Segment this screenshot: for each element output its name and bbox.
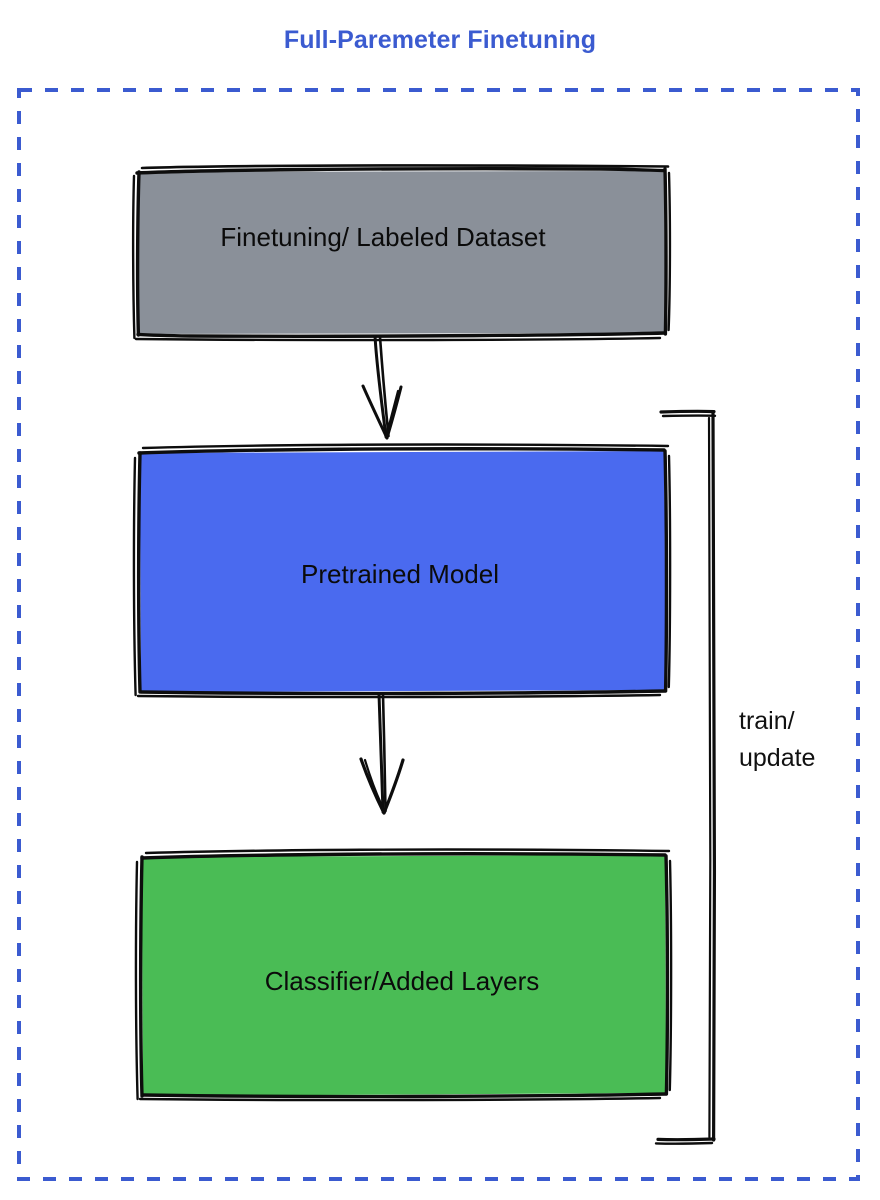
arrow1-head-right	[385, 385, 403, 440]
node-classifier-edge-bottom-2	[138, 1096, 662, 1102]
node-dataset-edge-bottom	[136, 331, 666, 338]
arrow1-shaft-a	[373, 334, 388, 439]
node-dataset-edge-right	[663, 167, 668, 336]
node-classifier[interactable]: Classifier/Added Layers	[134, 848, 673, 1102]
node-pretrained-edge-bottom	[139, 689, 667, 696]
arrow-pretrained-to-classifier	[359, 692, 405, 815]
node-pretrained-label: Pretrained Model	[301, 559, 499, 589]
node-pretrained-edge-left-2	[132, 456, 137, 697]
node-dataset-edge-bottom-2	[134, 336, 662, 342]
node-pretrained-edge-right-2	[667, 454, 672, 689]
node-pretrained-edge-top	[137, 447, 666, 455]
node-classifier-label: Classifier/Added Layers	[265, 966, 540, 996]
node-classifier-edge-top-2	[144, 848, 671, 855]
node-pretrained-fill	[140, 451, 666, 692]
arrow2-shaft-a	[377, 692, 385, 814]
node-classifier-edge-left	[138, 855, 144, 1098]
arrow1-head-right-2	[384, 389, 400, 439]
node-classifier-edge-top	[140, 852, 667, 860]
arrow2-head-right	[382, 758, 405, 815]
node-classifier-edge-right-2	[668, 859, 673, 1092]
node-pretrained-edge-bottom-2	[136, 693, 662, 699]
node-dataset-edge-top	[135, 167, 666, 175]
arrow-dataset-to-pretrained	[361, 334, 403, 440]
node-dataset[interactable]: Finetuning/ Labeled Dataset	[131, 164, 672, 342]
feedback-label: train/ update	[739, 707, 815, 772]
feedback-top-stub	[659, 409, 716, 414]
node-classifier-fill	[142, 855, 666, 1096]
node-pretrained[interactable]: Pretrained Model	[132, 443, 672, 699]
page-title: Full-Paremeter Finetuning	[284, 26, 596, 54]
feedback-label-line1: train/	[739, 707, 795, 735]
feedback-bracket	[654, 409, 717, 1145]
node-classifier-edge-left-2	[134, 860, 139, 1101]
frame-dashed-rect	[17, 88, 860, 1181]
arrow1-head-left	[361, 384, 389, 440]
frame-border	[17, 88, 860, 1181]
node-dataset-fill	[138, 171, 665, 334]
node-classifier-edge-bottom	[141, 1092, 668, 1099]
node-dataset-edge-top-2	[140, 164, 670, 170]
node-pretrained-edge-left	[136, 451, 142, 694]
feedback-label-line2: update	[739, 744, 815, 772]
node-dataset-edge-left-2	[131, 174, 136, 340]
arrow2-head-left-2	[363, 758, 387, 814]
node-pretrained-edge-right	[663, 449, 669, 693]
feedback-bottom-stub	[656, 1137, 716, 1142]
feedback-vertical	[711, 411, 717, 1142]
node-classifier-edge-right	[664, 854, 670, 1096]
feedback-bottom-stub-2	[654, 1141, 714, 1145]
node-dataset-edge-left	[135, 170, 141, 337]
arrow2-shaft-b	[381, 693, 387, 813]
feedback-vertical-2	[707, 416, 712, 1139]
node-dataset-label: Finetuning/ Labeled Dataset	[220, 222, 546, 252]
node-dataset-edge-right-2	[667, 171, 672, 332]
node-pretrained-edge-top-2	[141, 443, 670, 450]
arrow2-head-left	[359, 757, 386, 815]
